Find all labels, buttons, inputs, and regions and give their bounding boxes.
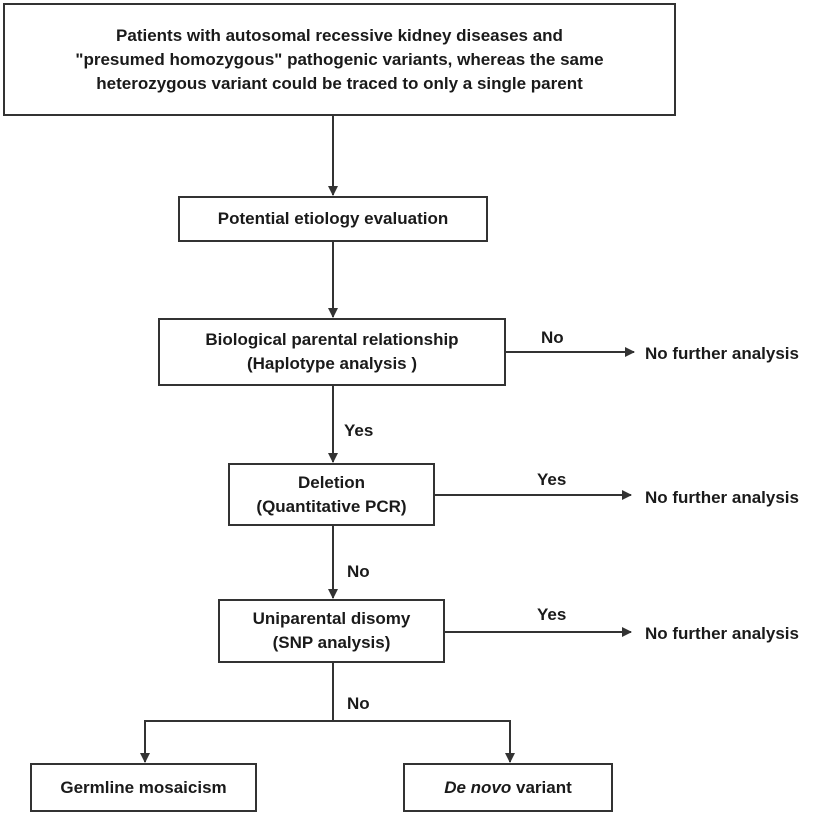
upd-line-1: Uniparental disomy	[252, 609, 411, 628]
arrow-upd-to-germline	[140, 720, 333, 763]
arrow-upd-to-denovo	[333, 720, 515, 763]
label-deletion-no: No	[347, 562, 370, 581]
label-biological-no: No	[541, 328, 564, 347]
label-deletion-yes: Yes	[537, 470, 567, 489]
box-de-novo-variant: De novo variant	[403, 763, 613, 812]
biological-line-2: (Haplotype analysis )	[246, 354, 418, 373]
germline-text: Germline mosaicism	[60, 777, 227, 797]
outcome-no-further-analysis-deletion: No further analysis	[645, 488, 799, 507]
label-upd-no: No	[347, 694, 370, 713]
denovo-rest: variant	[511, 777, 572, 797]
etiology-text: Potential etiology evaluation	[217, 209, 449, 228]
box-patients-criteria: Patients with autosomal recessive kidney…	[3, 3, 676, 116]
box-biological-parental-relationship: Biological parental relationship (Haplot…	[158, 318, 506, 386]
box-germline-mosaicism: Germline mosaicism	[30, 763, 257, 812]
patients-line-1: Patients with autosomal recessive kidney…	[116, 25, 563, 45]
patients-line-3: heterozygous variant could be traced to …	[96, 73, 583, 93]
biological-line-1: Biological parental relationship	[205, 330, 459, 349]
box-uniparental-disomy: Uniparental disomy (SNP analysis)	[218, 599, 445, 663]
deletion-line-2: (Quantitative PCR)	[256, 496, 407, 516]
box-etiology-evaluation: Potential etiology evaluation	[178, 196, 488, 242]
label-biological-yes: Yes	[344, 421, 374, 440]
denovo-text: De novo variant	[444, 776, 572, 800]
patients-line-2: "presumed homozygous" pathogenic variant…	[75, 49, 604, 69]
upd-line-2: (SNP analysis)	[272, 633, 391, 652]
denovo-italic: De novo	[444, 777, 512, 797]
deletion-line-1: Deletion	[297, 472, 366, 492]
label-upd-yes: Yes	[537, 605, 567, 624]
outcome-no-further-analysis-upd: No further analysis	[645, 624, 799, 643]
box-deletion: Deletion (Quantitative PCR)	[228, 463, 435, 526]
outcome-no-further-analysis-biological: No further analysis	[645, 344, 799, 363]
